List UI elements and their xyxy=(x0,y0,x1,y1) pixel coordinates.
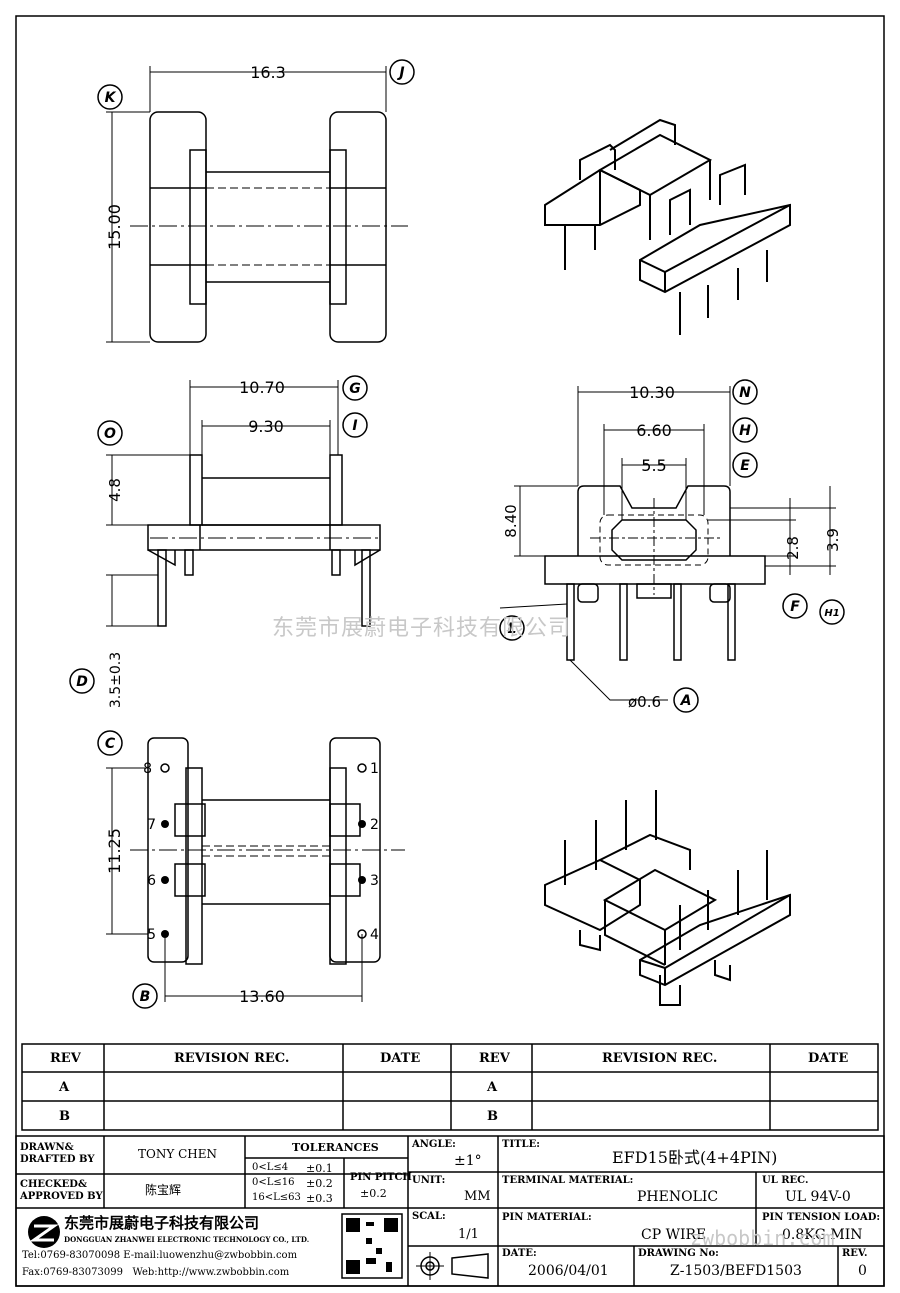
dim-front-e: 5.5 xyxy=(641,456,666,475)
reference-labels xyxy=(69,59,845,1009)
label-k: K xyxy=(105,90,117,106)
label-g: G xyxy=(349,381,361,397)
label-h1: H1 xyxy=(824,608,839,619)
dim-side-inner: 9.30 xyxy=(248,417,284,436)
isometric-view-top xyxy=(544,118,791,335)
front-view xyxy=(499,386,836,701)
bottom-view xyxy=(106,737,405,1002)
pin-number: 8 xyxy=(143,761,152,777)
pin-number: 3 xyxy=(370,873,379,889)
dim-top-width: 16.3 xyxy=(250,63,286,82)
label-o: O xyxy=(104,426,116,442)
dim-top-height: 15.00 xyxy=(105,204,124,250)
isometric-view-bottom xyxy=(544,790,791,1006)
dim-front-pin: ø0.6 xyxy=(628,693,661,711)
pin-number: 4 xyxy=(370,927,379,943)
side-view xyxy=(106,380,381,627)
dim-bottom-width: 13.60 xyxy=(239,987,285,1006)
dim-side-pin: 3.5±0.3 xyxy=(108,652,124,708)
label-f: F xyxy=(790,599,800,615)
pin-number: 1 xyxy=(370,761,379,777)
drawing-border xyxy=(15,15,885,1287)
dim-front-28: 2.8 xyxy=(784,536,802,560)
revision-table xyxy=(21,1043,879,1131)
dim-front-h: 6.60 xyxy=(636,421,672,440)
pin-number: 6 xyxy=(147,873,156,889)
label-c: C xyxy=(105,736,116,752)
dim-front-height: 8.40 xyxy=(502,504,520,537)
label-a: A xyxy=(680,693,692,709)
label-h: H xyxy=(739,423,751,439)
label-b: B xyxy=(140,989,151,1005)
dim-front-width: 10.30 xyxy=(629,383,675,402)
dim-front-39: 3.9 xyxy=(824,528,842,552)
dim-bottom-height: 11.25 xyxy=(105,828,124,874)
pin-number: 5 xyxy=(147,927,156,943)
label-d: D xyxy=(76,674,88,690)
dim-side-width: 10.70 xyxy=(239,378,285,397)
label-e: E xyxy=(740,458,750,474)
pin-number: 2 xyxy=(370,817,379,833)
top-view xyxy=(106,66,408,343)
bottom-view-pins xyxy=(160,763,367,939)
label-j: J xyxy=(396,65,404,81)
label-l: L xyxy=(508,621,517,637)
title-block-grid xyxy=(15,1135,885,1287)
pin-number: 7 xyxy=(147,817,156,833)
label-n: N xyxy=(739,385,751,401)
label-i: I xyxy=(352,418,357,434)
dim-side-flange: 4.8 xyxy=(106,478,124,502)
